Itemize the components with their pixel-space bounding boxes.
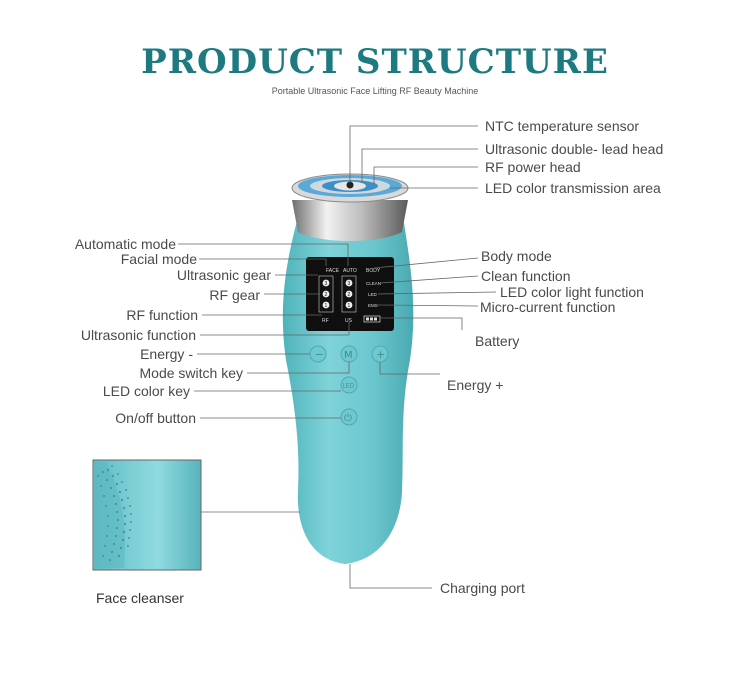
label-clean-function: Clean function [481,268,571,284]
label-mode-switch-key: Mode switch key [139,365,243,381]
display-ems: EMS [368,303,378,308]
label-ultrasonic-head: Ultrasonic double- lead head [485,141,664,157]
svg-text:LED: LED [343,384,355,390]
gear-rf-2: 2 [325,292,328,298]
label-led-color-key: LED color key [102,383,190,399]
display-led: LED [368,292,378,297]
energy-plus-button[interactable]: + [371,345,389,363]
gear-rf-1: 1 [325,303,328,309]
display-body: BODY [366,268,381,274]
label-on-off-button: On/off button [115,410,196,426]
label-facial-mode: Facial mode [120,251,197,267]
label-ntc-sensor: NTC temperature sensor [485,118,640,134]
energy-minus-button[interactable]: − [309,345,327,363]
display-face: FACE [326,268,340,274]
gear-us-2: 2 [348,292,351,298]
gear-us-1: 1 [348,303,351,309]
page-title: PRODUCT STRUCTURE [141,42,609,82]
label-micro-current: Micro-current function [480,299,616,315]
label-energy-minus: Energy - [140,346,193,362]
label-charging-port: Charging port [440,580,525,596]
label-battery: Battery [475,333,520,349]
label-led-light-function: LED color light function [500,284,644,300]
label-energy-plus: Energy + [447,377,504,393]
battery-icon [363,315,381,323]
display-auto: AUTO [343,268,357,274]
mode-button[interactable]: M [340,345,358,363]
gear-rf-3: 3 [325,281,328,287]
leader-lines [178,125,497,589]
face-cleanser-inset [92,459,202,571]
svg-text:M: M [344,350,353,361]
power-button[interactable]: ⏻ [340,408,358,426]
label-rf-gear: RF gear [209,287,260,303]
svg-text:−: − [315,348,324,361]
label-rf-function: RF function [126,307,198,323]
gear-us-3: 3 [348,281,351,287]
display-clean: CLEAN [366,281,381,286]
display-rf: RF [322,318,329,324]
led-button[interactable]: LED [340,376,358,394]
label-automatic-mode: Automatic mode [74,236,176,252]
display-us: US [345,318,353,324]
label-rf-power-head: RF power head [485,159,581,175]
label-face-cleanser: Face cleanser [96,590,184,606]
label-body-mode: Body mode [481,248,552,264]
label-ultrasonic-gear: Ultrasonic gear [176,267,271,283]
page-subtitle: Portable Ultrasonic Face Lifting RF Beau… [271,86,479,96]
svg-text:⏻: ⏻ [344,413,352,424]
label-ultrasonic-function: Ultrasonic function [80,327,196,343]
svg-text:+: + [376,348,385,361]
label-led-area: LED color transmission area [485,180,661,196]
head-collar [292,200,408,241]
